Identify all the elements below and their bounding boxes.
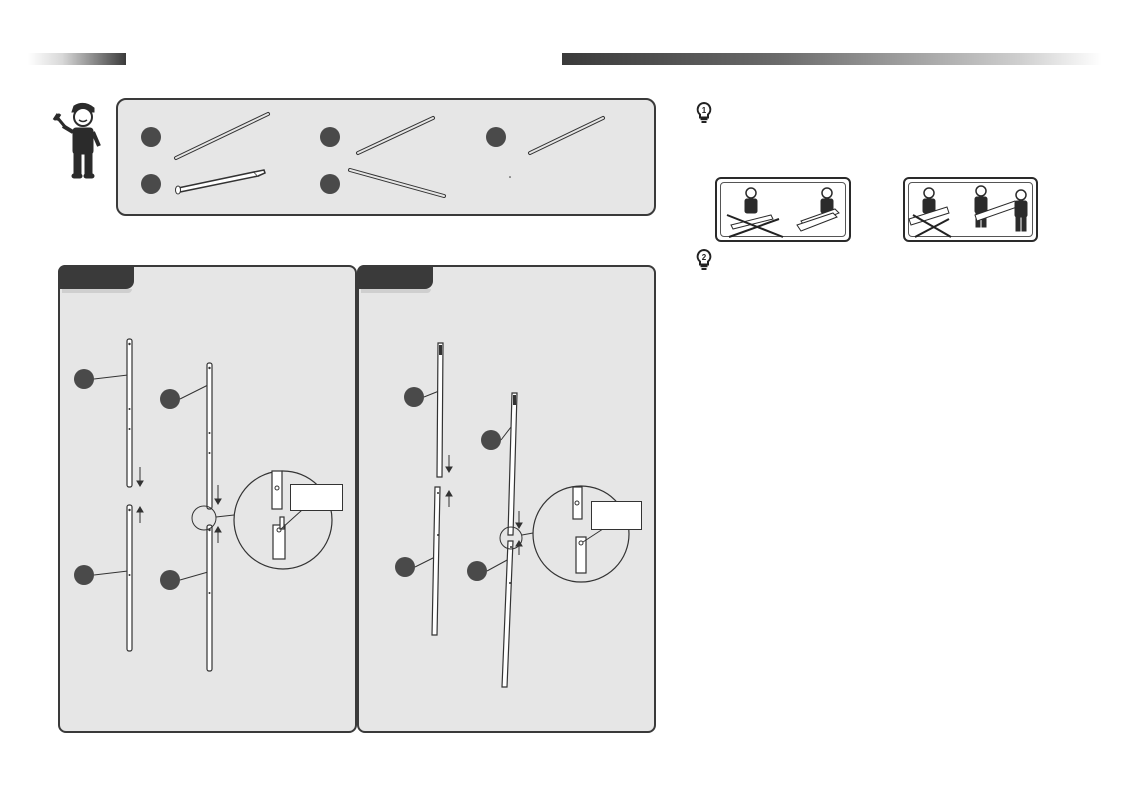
part-sleeve-pole <box>175 169 266 195</box>
step-1-panel <box>58 265 357 733</box>
parts-drawing <box>141 112 605 198</box>
pole-upper-left <box>126 338 133 488</box>
pole-lower-right <box>206 524 213 672</box>
part-badge <box>74 565 94 585</box>
part-badge <box>320 174 340 194</box>
pole-upper-right <box>507 392 518 536</box>
detail-callout-label <box>290 484 343 511</box>
warning-pictogram-wrong <box>715 177 851 242</box>
part-badge <box>74 369 94 389</box>
warning-pictogram-correct <box>903 177 1038 242</box>
part-badge <box>481 430 501 450</box>
part-badge <box>141 127 161 147</box>
tip-badge-2: 2 <box>702 253 707 262</box>
header-bar-right <box>562 53 1102 65</box>
part-badge <box>395 557 415 577</box>
pole-lower-right <box>501 540 514 688</box>
part-badge <box>320 127 340 147</box>
pole-upper-left <box>436 342 444 478</box>
worker-with-wrench-icon <box>52 102 101 179</box>
pole-lower-left <box>126 504 133 652</box>
pole-upper-right <box>206 362 213 510</box>
part-badge <box>486 127 506 147</box>
step-2-panel <box>357 265 656 733</box>
lightbulb-icon: 2 <box>696 248 712 270</box>
pole-lower-left <box>431 486 441 636</box>
step-1-tab <box>58 265 134 293</box>
detail-callout-label <box>591 501 642 530</box>
parts-panel <box>116 98 656 216</box>
part-badge <box>467 561 487 581</box>
header-bar-left <box>28 53 126 65</box>
part-badge <box>141 174 161 194</box>
part-badge <box>404 387 424 407</box>
lightbulb-icon: 1 <box>696 101 712 123</box>
part-badge <box>160 389 180 409</box>
part-badge <box>160 570 180 590</box>
step-2-tab <box>357 265 433 293</box>
tip-badge-1: 1 <box>702 106 707 115</box>
